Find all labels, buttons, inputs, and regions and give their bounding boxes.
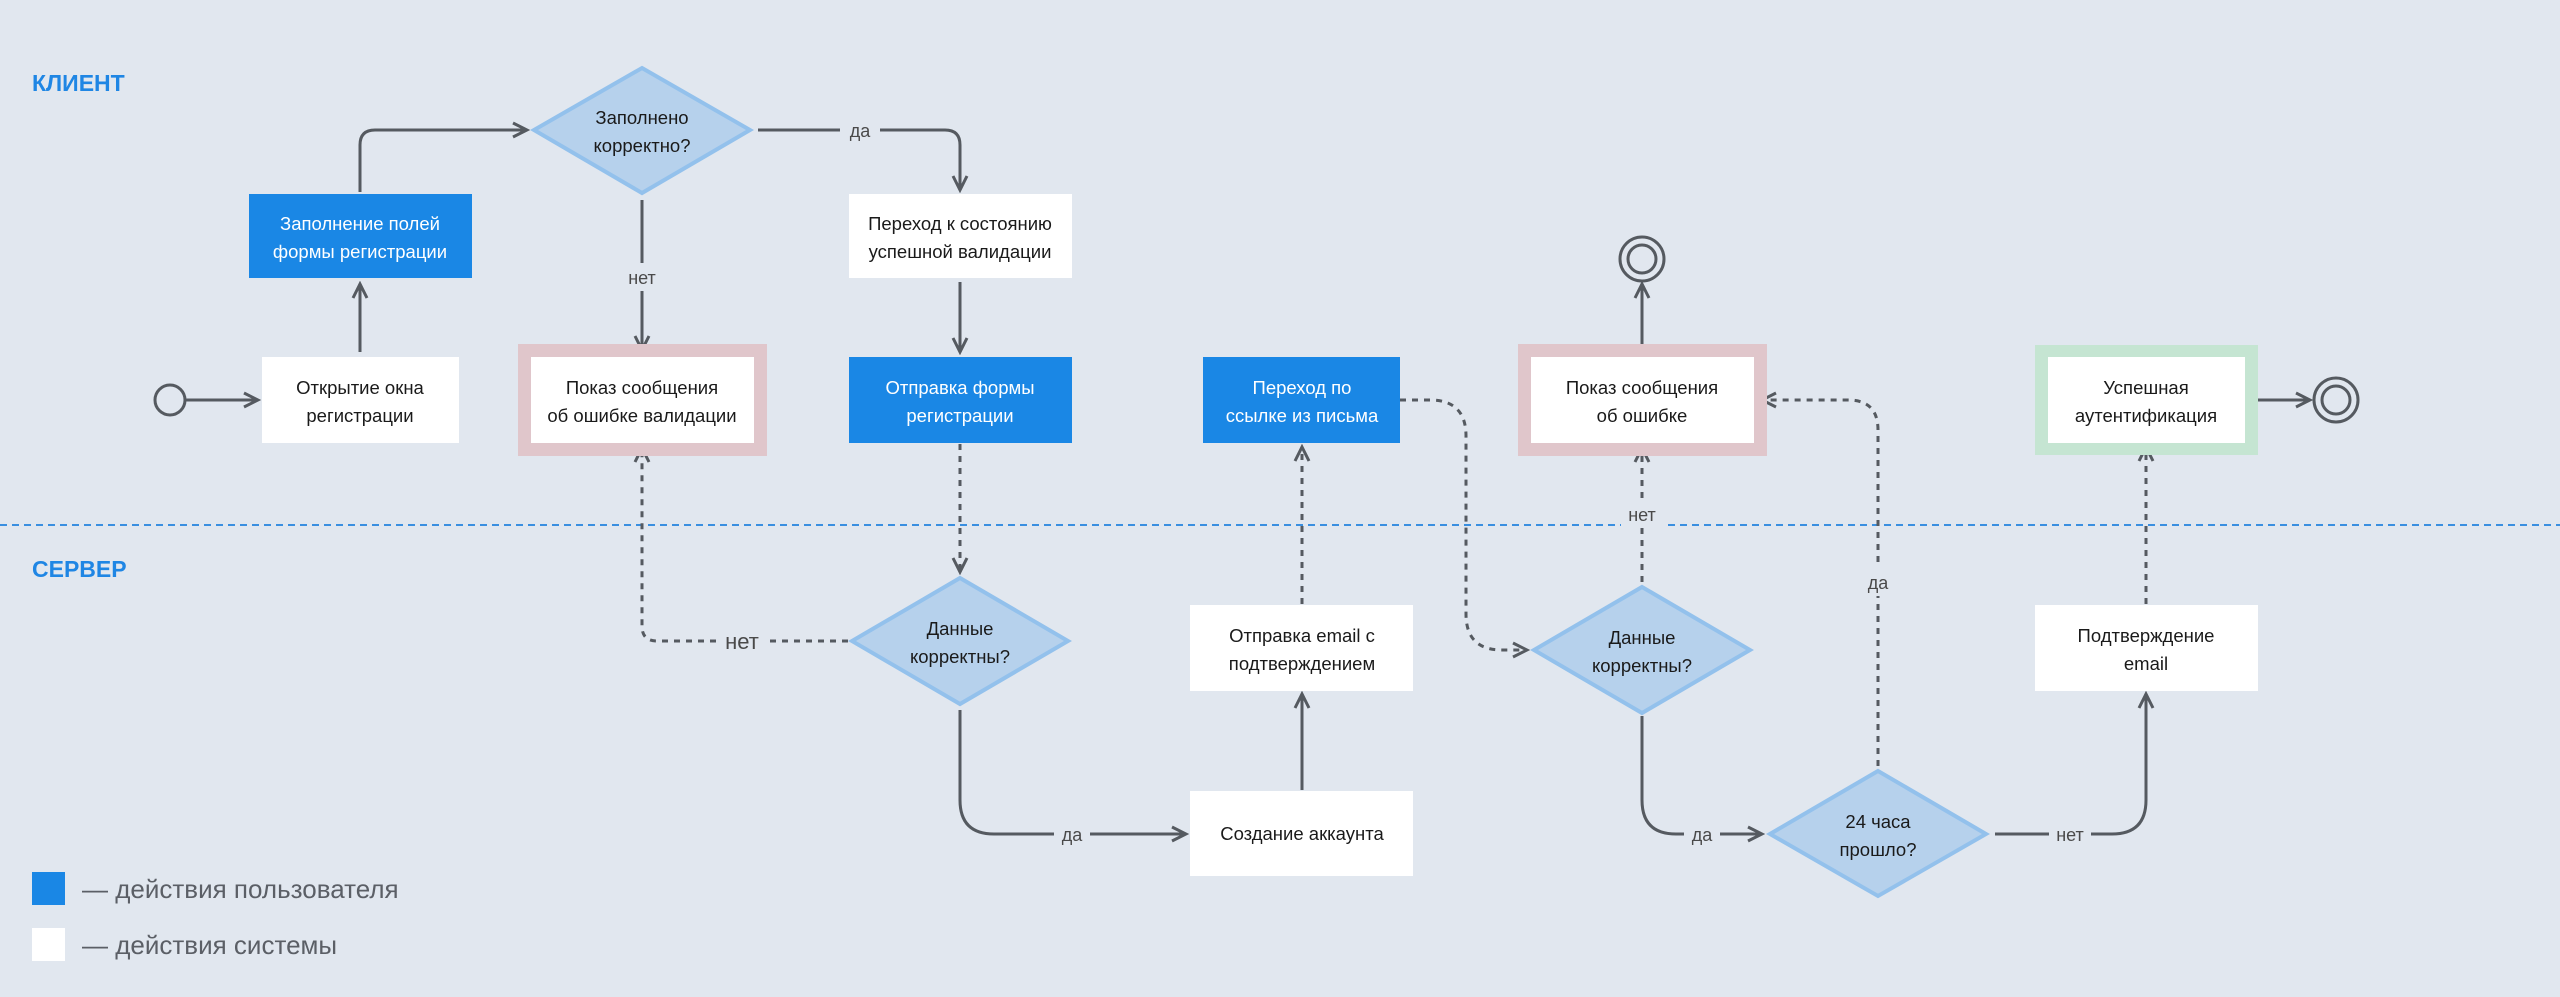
edge-label-data1-yes: да: [1062, 825, 1084, 845]
edge-hours-no: [1995, 694, 2146, 836]
decision-check-filled: Заполнено корректно?: [530, 65, 754, 196]
end-event-error: [1618, 235, 1666, 283]
legend: — действия пользователя — действия систе…: [32, 872, 399, 961]
decision-data-correct-1: Данные корректны?: [848, 575, 1072, 707]
legend-label-user: — действия пользователя: [82, 874, 399, 904]
edge-data1-no: [642, 448, 848, 643]
svg-text:Заполнение полей: Заполнение полей: [280, 213, 440, 234]
svg-text:об ошибке валидации: об ошибке валидации: [547, 405, 736, 426]
edge-label-filled-yes: да: [850, 121, 872, 141]
lane-label-server: СЕРВЕР: [32, 556, 127, 582]
svg-text:Успешная: Успешная: [2103, 377, 2188, 398]
svg-text:корректны?: корректны?: [910, 646, 1010, 667]
end-event-success: [2312, 376, 2360, 424]
edge-label-hours-no: нет: [2056, 825, 2084, 845]
svg-text:Отправка email с: Отправка email с: [1229, 625, 1375, 646]
edge-label-data1-no: нет: [725, 629, 759, 654]
svg-text:формы регистрации: формы регистрации: [273, 241, 447, 262]
start-event: [153, 383, 187, 417]
svg-text:Подтверждение: Подтверждение: [2078, 625, 2215, 646]
svg-text:подтверждением: подтверждением: [1229, 653, 1375, 674]
node-confirm-email: Подтверждение email: [2035, 605, 2258, 691]
node-fill-form: Заполнение полей формы регистрации: [249, 194, 472, 278]
svg-text:Данные: Данные: [927, 618, 994, 639]
connectors: [185, 130, 2310, 834]
svg-text:корректно?: корректно?: [593, 135, 690, 156]
svg-text:об ошибке: об ошибке: [1597, 405, 1688, 426]
edge-check-yes: [758, 128, 960, 190]
svg-text:Создание аккаунта: Создание аккаунта: [1220, 823, 1384, 844]
svg-text:Отправка формы: Отправка формы: [885, 377, 1034, 398]
edge-data2-yes: [1640, 716, 1762, 834]
svg-text:Переход к состоянию: Переход к состоянию: [868, 213, 1052, 234]
edge-label-hours-yes: да: [1868, 573, 1890, 593]
node-auth-success: Успешная аутентификация: [2035, 345, 2258, 455]
legend-label-system: — действия системы: [82, 930, 337, 960]
svg-text:24 часа: 24 часа: [1845, 811, 1911, 832]
node-text: Заполнение полей: [280, 213, 440, 234]
lane-label-client: КЛИЕНТ: [32, 70, 125, 96]
svg-text:Данные: Данные: [1609, 627, 1676, 648]
svg-text:аутентификация: аутентификация: [2075, 405, 2217, 426]
edge-label-data2-no: нет: [1628, 505, 1656, 525]
svg-text:Переход по: Переход по: [1253, 377, 1352, 398]
svg-text:корректны?: корректны?: [1592, 655, 1692, 676]
svg-text:регистрации: регистрации: [906, 405, 1013, 426]
node-follow-link: Переход по ссылке из письма: [1203, 357, 1400, 443]
node-open-window: Открытие окна регистрации: [262, 357, 459, 443]
node-submit-form: Отправка формы регистрации: [849, 357, 1072, 443]
node-valid-state: Переход к состоянию успешной валидации: [849, 194, 1072, 278]
svg-text:Заполнено: Заполнено: [595, 107, 688, 128]
legend-swatch-system: [32, 928, 65, 961]
svg-text:ссылке из письма: ссылке из письма: [1226, 405, 1379, 426]
node-text: формы регистрации: [273, 241, 447, 262]
svg-text:прошло?: прошло?: [1839, 839, 1916, 860]
svg-text:регистрации: регистрации: [306, 405, 413, 426]
svg-text:Показ сообщения: Показ сообщения: [566, 377, 718, 398]
svg-text:Открытие окна: Открытие окна: [296, 377, 424, 398]
node-error-message: Показ сообщения об ошибке: [1518, 344, 1767, 456]
edge-fill-to-check: [358, 130, 527, 192]
svg-text:email: email: [2124, 653, 2168, 674]
edge-label-data2-yes: да: [1692, 825, 1714, 845]
decision-hours-passed: 24 часа прошло?: [1766, 768, 1990, 899]
node-send-email: Отправка email с подтверждением: [1190, 605, 1413, 691]
svg-text:успешной валидации: успешной валидации: [869, 241, 1052, 262]
edge-hours-yes: [1762, 400, 1880, 766]
svg-text:Показ сообщения: Показ сообщения: [1566, 377, 1718, 398]
edge-label-filled-no: нет: [628, 268, 656, 288]
legend-swatch-user: [32, 872, 65, 905]
edge-labels: да нет нет да нет да да нет: [621, 116, 2091, 848]
node-validation-error: Показ сообщения об ошибке валидации: [518, 344, 767, 456]
decision-data-correct-2: Данные корректны?: [1530, 584, 1754, 716]
edge-data1-yes: [958, 710, 1186, 834]
node-create-account: Создание аккаунта: [1190, 791, 1413, 876]
